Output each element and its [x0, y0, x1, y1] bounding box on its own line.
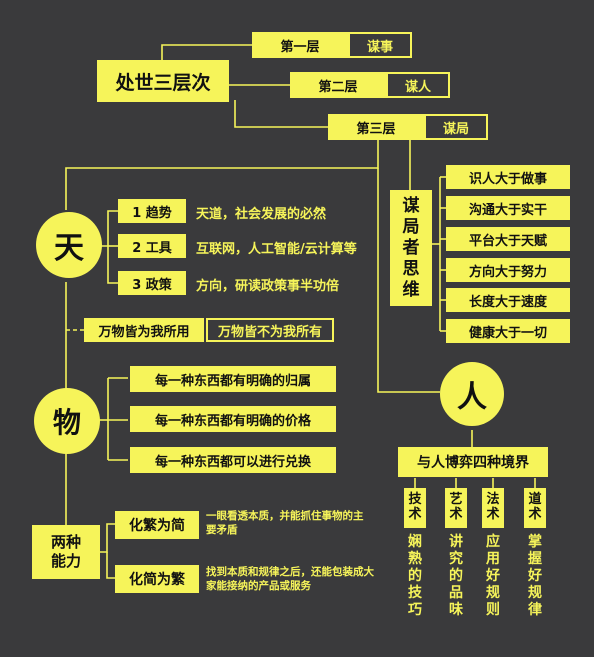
- ren-col-2-name: 艺术: [445, 488, 467, 528]
- page-title: 处世三层次: [115, 71, 211, 94]
- tian-circle: 天: [36, 212, 102, 278]
- level-2-action: 谋人: [386, 72, 450, 98]
- ren-col-1-desc: 娴熟的技巧: [408, 534, 422, 618]
- ren-col-1-name: 技术: [404, 488, 426, 528]
- wu-item-1: 每一种东西都有明确的归属: [130, 366, 336, 392]
- level-3-action: 谋局: [424, 114, 488, 140]
- wu-item-3: 每一种东西都可以进行兑换: [130, 447, 336, 473]
- nengli-item-1: 化繁为简: [115, 511, 199, 539]
- ren-col-4-name: 道术: [524, 488, 546, 528]
- level-1-row: 第一层 谋事: [252, 32, 412, 58]
- ren-col-4-desc: 掌握好规律: [528, 534, 542, 618]
- tian-item-1: 1 趋势: [118, 199, 186, 223]
- nengli-item-2: 化简为繁: [115, 565, 199, 593]
- ren-header: 与人博弈四种境界: [398, 447, 548, 477]
- level-1-label: 第一层: [252, 32, 348, 58]
- wanwu-right: 万物皆不为我所有: [206, 318, 334, 342]
- tian-desc-2: 互联网，人工智能/云计算等: [196, 242, 357, 257]
- ren-circle: 人: [440, 362, 504, 426]
- nengli-label: 两种能力: [50, 533, 81, 570]
- moujuzhe-item-4: 方向大于努力: [446, 258, 570, 282]
- tian-desc-1: 天道，社会发展的必然: [196, 207, 327, 222]
- ren-col-2-desc: 讲究的品味: [449, 534, 463, 618]
- moujuzhe-item-5: 长度大于速度: [446, 288, 570, 312]
- level-3-row: 第三层 谋局: [328, 114, 488, 140]
- nengli-box: 两种能力: [32, 525, 100, 579]
- title-box: 处世三层次: [97, 60, 229, 102]
- wu-circle: 物: [34, 388, 100, 454]
- level-2-label: 第二层: [290, 72, 386, 98]
- moujuzhe-item-3: 平台大于天赋: [446, 227, 570, 251]
- ren-col-3-desc: 应用好规则: [486, 534, 500, 618]
- moujuzhe-item-2: 沟通大于实干: [446, 196, 570, 220]
- moujuzhe-label: 谋局者思维: [390, 190, 432, 306]
- tian-desc-3: 方向，研读政策事半功倍: [196, 279, 340, 294]
- tian-item-2: 2 工具: [118, 234, 186, 258]
- moujuzhe-item-6: 健康大于一切: [446, 319, 570, 343]
- ren-col-3-name: 法术: [482, 488, 504, 528]
- level-2-row: 第二层 谋人: [290, 72, 450, 98]
- nengli-desc-2: 找到本质和规律之后，还能包装成大家能接纳的产品或服务: [206, 566, 374, 592]
- level-3-label: 第三层: [328, 114, 424, 140]
- nengli-desc-1: 一眼看透本质，并能抓住事物的主要矛盾: [206, 510, 364, 536]
- level-1-action: 谋事: [348, 32, 412, 58]
- wu-item-2: 每一种东西都有明确的价格: [130, 406, 336, 432]
- wanwu-left: 万物皆为我所用: [84, 318, 204, 342]
- tian-item-3: 3 政策: [118, 271, 186, 295]
- moujuzhe-item-1: 识人大于做事: [446, 165, 570, 189]
